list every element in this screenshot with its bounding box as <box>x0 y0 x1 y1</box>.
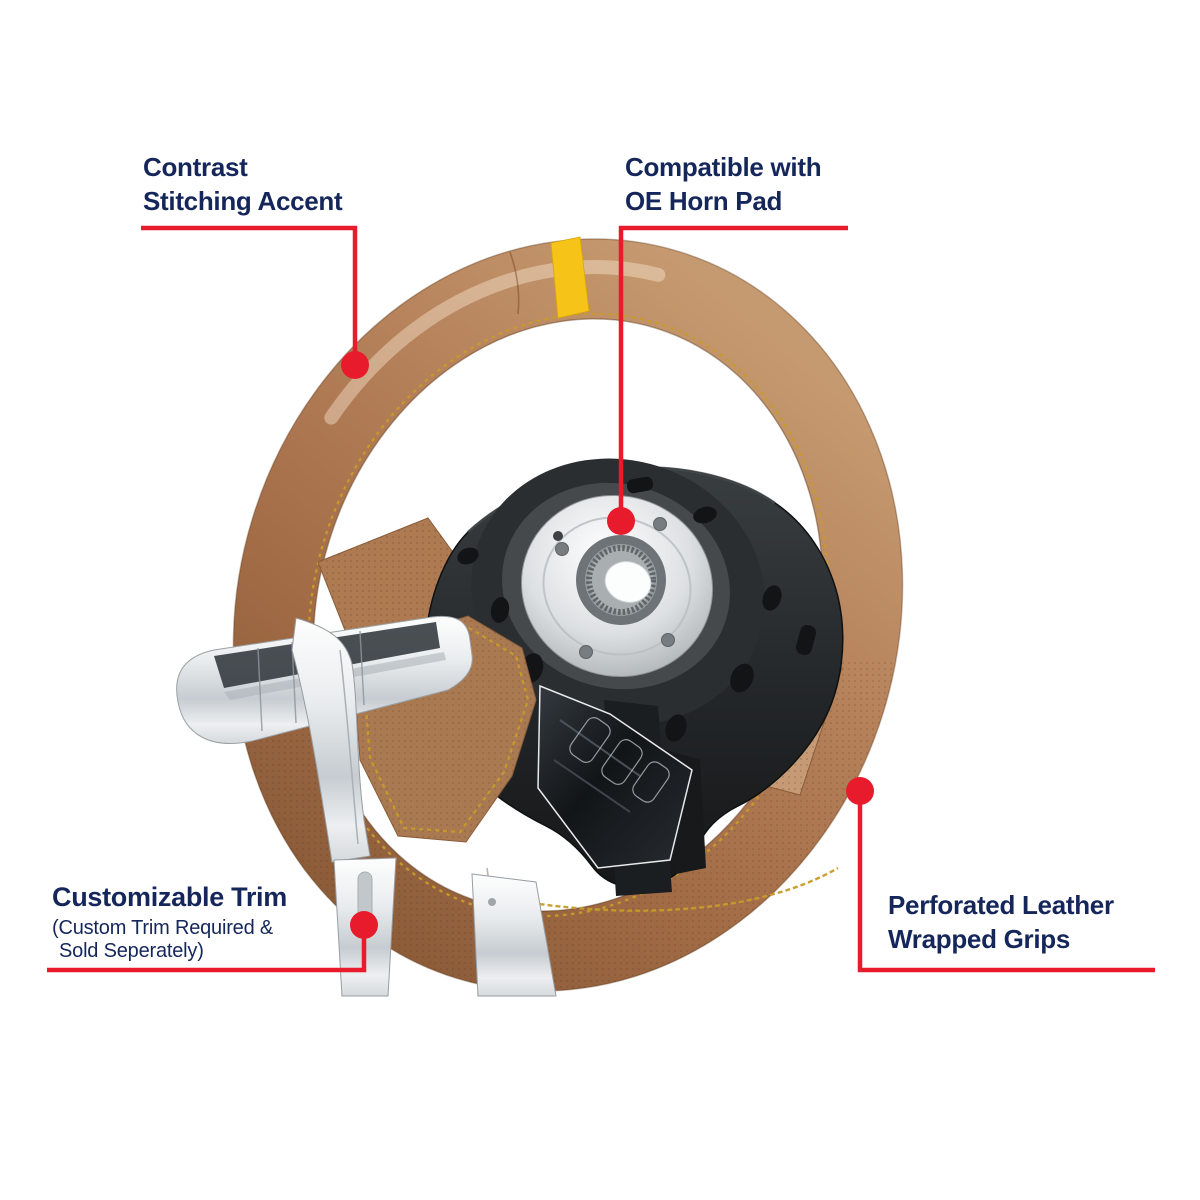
note-line: (Custom Trim Required & <box>52 917 274 939</box>
callout-dot-contrast-stitching <box>341 351 369 379</box>
callout-note: (Custom Trim Required & Sold Seperately) <box>52 917 287 963</box>
chrome-trim-frame <box>291 617 557 997</box>
label-line: Contrast <box>143 152 248 182</box>
label-line: Stitching Accent <box>143 186 343 216</box>
chrome-trim-dark-blade <box>537 684 693 869</box>
callout-line-customizable-trim <box>47 925 367 973</box>
callout-label-perforated-grips: Perforated Leather Wrapped Grips <box>888 888 1114 956</box>
label-line: Compatible with <box>625 152 822 182</box>
callout-pointers <box>47 225 1155 973</box>
label-line: Perforated Leather <box>888 890 1114 920</box>
callout-label-contrast-stitching: Contrast Stitching Accent <box>143 150 343 218</box>
note-line: Sold Seperately) <box>59 940 204 962</box>
label-line: OE Horn Pad <box>625 186 783 216</box>
label-line: Wrapped Grips <box>888 924 1070 954</box>
callout-dot-customizable-trim <box>350 911 378 939</box>
callout-label-customizable-trim: Customizable Trim (Custom Trim Required … <box>52 880 287 963</box>
bottom-rim-stitching <box>499 866 839 912</box>
callout-line-perforated-grips <box>857 791 1155 973</box>
callout-label-horn-pad: Compatible with OE Horn Pad <box>625 150 822 218</box>
callout-line-horn-pad <box>618 225 848 521</box>
centering-stripe <box>550 236 590 319</box>
callout-dot-perforated-grips <box>846 777 874 805</box>
callout-line-contrast-stitching <box>141 225 358 365</box>
horn-pad-mount-plate <box>520 494 714 678</box>
callout-dot-horn-pad <box>607 507 635 535</box>
label-line: Customizable Trim <box>52 882 287 912</box>
